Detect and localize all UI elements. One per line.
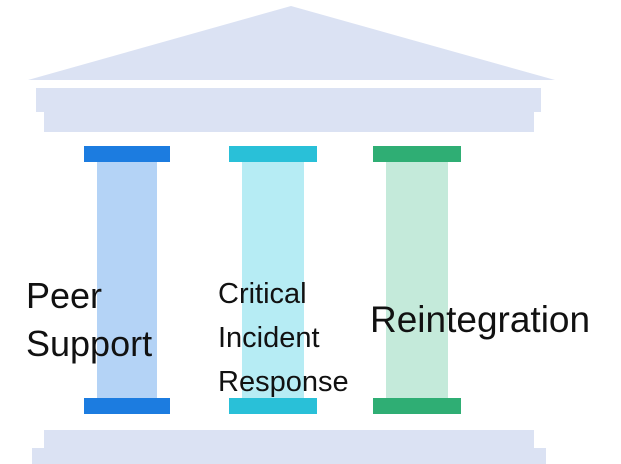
pillar-3-capital-bottom <box>373 398 461 414</box>
pillar-3 <box>373 146 461 414</box>
pillar-2 <box>229 146 317 414</box>
pillar-1-label: Peer Support <box>26 272 152 368</box>
pillar-2-label: Critical Incident Response <box>218 272 349 404</box>
temple-architrave-bottom <box>44 112 534 132</box>
pillar-2-label-line-3: Response <box>218 366 349 398</box>
pillar-1-label-line-2: Support <box>26 323 153 364</box>
temple-base-step-lower <box>32 448 546 464</box>
temple-base-step-upper <box>44 430 534 448</box>
pillar-1-label-line-1: Peer <box>26 275 103 316</box>
pillar-2-capital-bottom <box>229 398 317 414</box>
temple-architrave-top <box>36 88 541 112</box>
pillar-3-label-line-1: Reintegration <box>370 299 591 340</box>
pillar-2-shaft <box>242 162 304 398</box>
pillar-1-capital-top <box>84 146 170 162</box>
pillar-3-capital-top <box>373 146 461 162</box>
temple-roof <box>28 6 555 80</box>
pillar-2-label-line-2: Incident <box>218 322 320 354</box>
pillar-2-label-line-1: Critical <box>218 278 307 310</box>
pillar-3-label: Reintegration <box>370 296 590 344</box>
pillar-1 <box>84 146 170 414</box>
pillar-3-shaft <box>386 162 448 398</box>
pillar-2-capital-top <box>229 146 317 162</box>
pillar-1-shaft <box>97 162 157 398</box>
pillar-1-capital-bottom <box>84 398 170 414</box>
